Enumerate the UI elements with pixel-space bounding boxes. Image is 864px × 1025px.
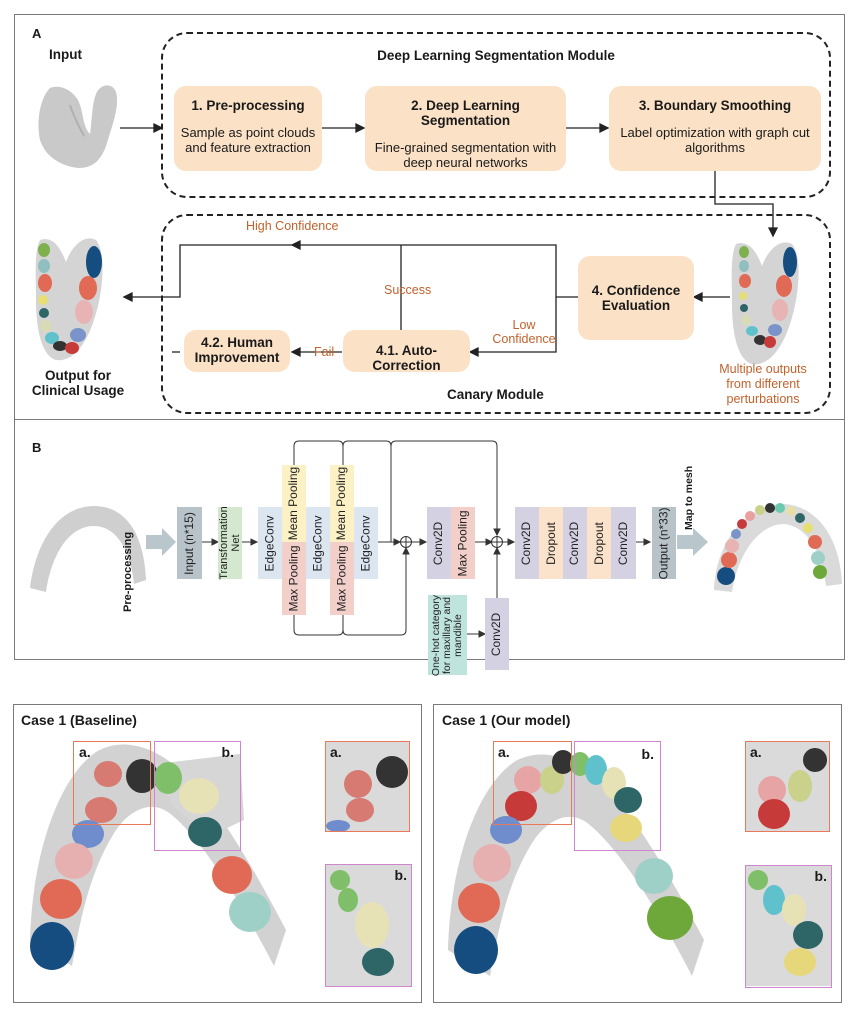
case-title-bold: Case 1 [442,712,488,728]
output-label-line: Output for [45,368,111,383]
dl-module-title: Deep Learning Segmentation Module [377,48,615,63]
step-desc: Fine-grained segmentation with [374,140,557,155]
step-desc: and feature extraction [185,140,311,155]
dropout-block-1: Dropout [539,507,563,579]
success-label: Success [384,283,432,297]
multiple-outputs-label: Multiple outputs from different perturba… [708,362,818,407]
baseline-inset-b: b. [325,864,412,987]
region-b-label: b. [641,746,654,762]
mean-pooling-block-2: Mean Pooling [330,465,354,542]
confidence-eval-line: Evaluation [601,298,671,313]
inset-b-label: b. [394,867,407,883]
mean-pooling-block-1: Mean Pooling [282,465,306,542]
b-connectors [202,440,652,638]
human-improvement-line: 4.2. Human [200,335,274,350]
our-model-region-b-box: b. [574,741,661,851]
output-label-line: Clinical Usage [31,383,125,398]
human-improvement-box: 4.2. Human Improvement [184,330,290,372]
auto-correction-label: 4.1. Auto-Correction [372,343,441,373]
pre-processing-arrow [146,528,176,556]
baseline-region-a-box: a. [73,741,151,825]
multiple-outputs-line: Multiple outputs [719,362,807,376]
map-to-mesh-arrow [677,528,708,556]
baseline-inset-a: a. [325,741,410,832]
max-pooling-block-3: Max Pooling [451,507,475,579]
step-deep-learning-segmentation: 2. Deep Learning Segmentation Fine-grain… [365,86,566,171]
our-model-region-a-box: a. [493,741,572,825]
inset-a-label: a. [750,744,762,760]
case-title-rest: (Baseline) [70,712,137,728]
dropout-block-2: Dropout [587,507,611,579]
input-block: Input (n*15) [177,507,202,579]
edgeconv-block-2: EdgeConv [306,507,330,579]
inset-a-label: a. [330,744,342,760]
confidence-evaluation-box: 4. Confidence Evaluation [578,256,694,340]
edgeconv-block-1: EdgeConv [258,507,282,579]
conv2d-block-side: Conv2D [485,598,509,670]
auto-correction-box: 4.1. Auto-Correction [343,330,470,373]
confidence-eval-line: 4. Confidence [591,283,681,298]
one-hot-block: One-hot category for maxillary and mandi… [428,594,467,676]
dl-segmentation-module [161,32,831,198]
panel-b-letter: B [32,440,42,455]
case-title-rest: (Our model) [491,712,571,728]
conv2d-block-3: Conv2D [563,507,587,579]
case-title-bold: Case 1 [21,712,67,728]
baseline-zoom-insets [326,742,412,986]
input-label: Input [49,47,82,62]
step-title: 2. Deep Learning Segmentation [411,98,520,128]
our-model-arch-image [448,750,704,976]
low-confidence-line: Low [512,318,536,332]
max-pooling-block-2: Max Pooling [330,542,354,615]
max-pooling-block-1: Max Pooling [282,542,306,615]
step-title: 3. Boundary Smoothing [638,98,792,113]
region-a-label: a. [498,744,510,760]
dl-arrows [120,122,779,358]
multiple-outputs-mesh-image [731,242,799,365]
conv2d-block-4: Conv2D [611,507,636,579]
case-baseline-title: Case 1 (Baseline) [21,712,137,728]
step-pre-processing: 1. Pre-processing Sample as point clouds… [174,86,322,171]
low-confidence-label: Low Confidence [484,318,564,346]
region-b-label: b. [221,744,234,760]
step-desc: Sample as point clouds [180,125,316,140]
step-boundary-smoothing: 3. Boundary Smoothing Label optimization… [609,86,821,171]
fail-label: Fail [314,345,335,359]
conv2d-block-1: Conv2D [427,507,451,579]
step-desc: Label optimization with graph cut [620,125,810,140]
region-a-label: a. [79,744,91,760]
high-confidence-label: High Confidence [246,219,339,233]
input-mesh-image [38,85,118,168]
edgeconv-block-3: EdgeConv [354,507,378,579]
our-model-zoom-insets [746,742,832,986]
our-model-inset-a: a. [745,741,830,832]
canary-module-title: Canary Module [447,387,544,402]
step-desc: deep neural networks [403,155,528,170]
our-model-inset-b: b. [745,865,832,988]
output-arch-image [714,503,842,592]
conv2d-block-2: Conv2D [515,507,539,579]
output-clinical-label: Output for Clinical Usage [28,368,128,398]
output-block: Output (n*33) [652,507,676,579]
output-mesh-image [35,238,103,361]
step-desc: algorithms [685,140,745,155]
inset-b-label: b. [814,868,827,884]
low-confidence-line: Confidence [492,332,556,346]
step-title: 1. Pre-processing [191,98,305,113]
multiple-outputs-line: from different [726,377,800,391]
canary-module [161,214,831,414]
baseline-region-b-box: b. [154,741,241,851]
panel-a-letter: A [32,26,42,41]
human-improvement-line: Improvement [194,350,280,365]
transformation-net-block: Transformation Net [218,506,242,580]
multiple-outputs-line: perturbations [726,392,800,406]
input-arch-image [30,506,146,592]
case-our-model-title: Case 1 (Our model) [442,712,570,728]
